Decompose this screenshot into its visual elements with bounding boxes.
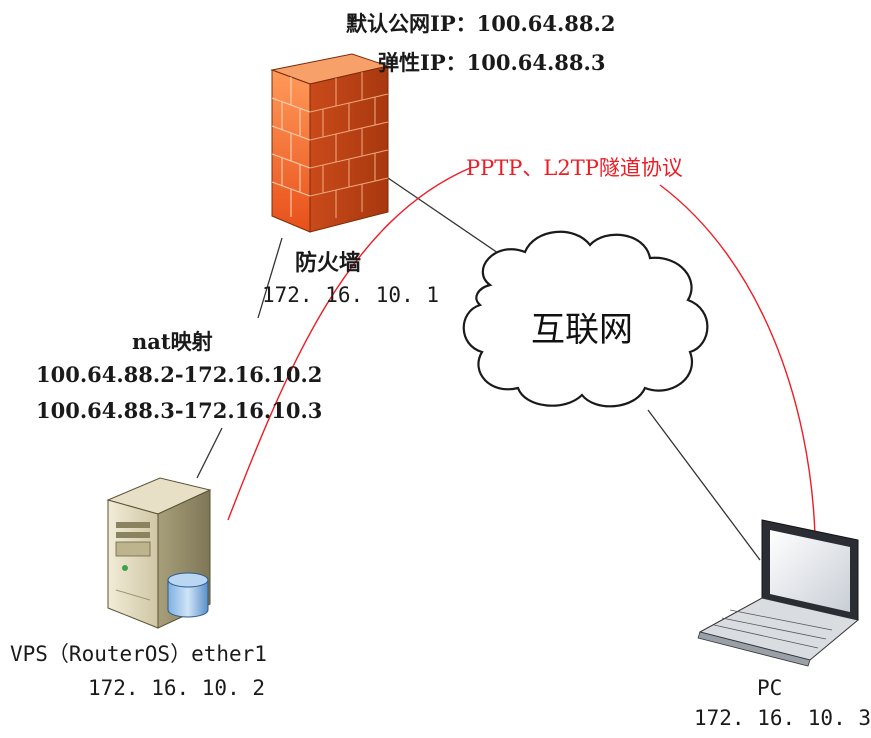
database-icon bbox=[167, 572, 209, 618]
nat-title: nat映射 bbox=[132, 329, 213, 354]
firewall-name-label: 防火墙 bbox=[295, 251, 362, 276]
cloud-icon bbox=[462, 230, 709, 408]
tunnel-curve-pc bbox=[659, 184, 816, 536]
firewall-ip-label: 172. 16. 10. 1 bbox=[262, 283, 440, 307]
tunnel-protocol-label: PPTP、L2TP隧道协议 bbox=[466, 156, 683, 180]
firewall-elastic-ip-label: 弹性IP：100.64.88.3 bbox=[378, 50, 606, 75]
pc-name-label: PC bbox=[757, 676, 783, 700]
nat-mapping-2: 100.64.88.3-172.16.10.3 bbox=[36, 398, 323, 423]
vps-ip-label: 172. 16. 10. 2 bbox=[88, 676, 266, 700]
firewall-default-ip-label: 默认公网IP：100.64.88.2 bbox=[346, 11, 616, 36]
internet-label: 互联网 bbox=[531, 310, 633, 350]
pc-ip-label: 172. 16. 10. 3 bbox=[694, 706, 871, 730]
nat-mapping-1: 100.64.88.2-172.16.10.2 bbox=[36, 362, 323, 387]
link-nat-vps bbox=[196, 427, 223, 479]
link-internet-pc bbox=[647, 409, 761, 561]
laptop-icon bbox=[697, 519, 860, 667]
firewall-icon bbox=[270, 53, 390, 233]
tunnel-curve-vps bbox=[227, 167, 471, 521]
link-firewall-nat bbox=[257, 237, 283, 319]
vps-name-label: VPS（RouterOS）ether1 bbox=[10, 642, 267, 666]
